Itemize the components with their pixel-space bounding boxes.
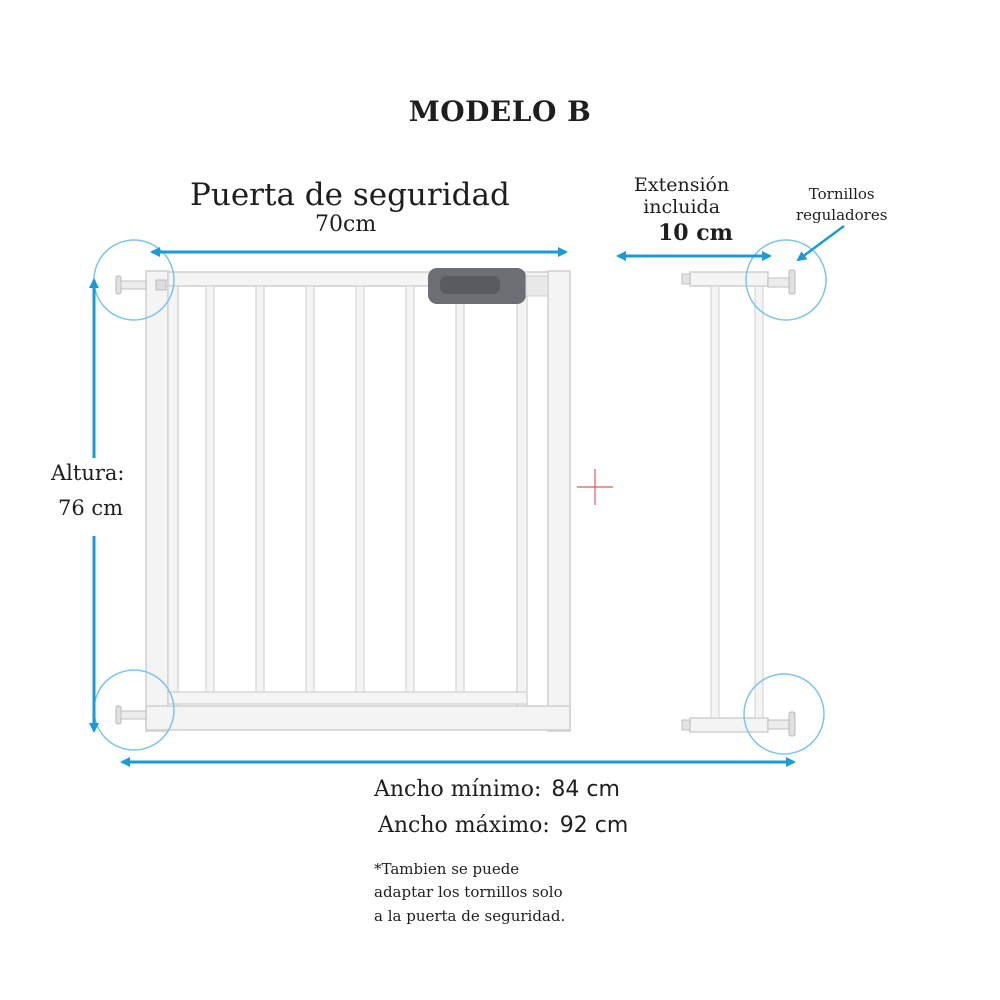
crosshair-mark-icon [577, 469, 613, 505]
max-width-value: 92 cm [559, 813, 629, 838]
gate-bars [205, 285, 465, 693]
diagram-title: MODELO B [408, 95, 592, 128]
screws-label: Tornillos reguladores [796, 184, 887, 226]
screws-pointer-arrow [796, 224, 845, 262]
min-width-label: Ancho mínimo: [374, 777, 542, 802]
height-label: Altura: [51, 461, 125, 485]
gate-screw-top-icon [115, 275, 167, 295]
extension-label-line2: incluida [643, 195, 721, 218]
gate-width-label: 70cm [315, 212, 377, 237]
max-width-label: Ancho máximo: [378, 813, 550, 838]
extension-screw-top-icon [767, 269, 796, 295]
extension-label: Extensión incluida [634, 174, 730, 219]
height-value: 76 cm [58, 496, 124, 520]
min-width-row: Ancho mínimo: 84 cm [374, 777, 620, 802]
screw-highlight-circle [743, 673, 825, 755]
footnote-line2: adaptar los tornillos solo [374, 883, 563, 902]
extension-piece [681, 271, 769, 733]
extension-label-line1: Extensión [634, 174, 730, 196]
gate-screw-bottom-icon [115, 705, 147, 725]
screws-label-line2: reguladores [796, 206, 888, 224]
screws-label-line1: Tornillos [808, 185, 875, 203]
latch-handle-icon [428, 268, 549, 304]
footnote-line3: a la puerta de seguridad. [374, 906, 566, 925]
extension-width-label: 10 cm [658, 220, 733, 246]
screw-highlight-circle [745, 239, 827, 321]
footnote: *Tambien se puede adaptar los tornillos … [374, 858, 565, 928]
gate-name-label: Puerta de seguridad [190, 177, 510, 213]
extension-screw-bottom-icon [767, 711, 796, 737]
min-width-value: 84 cm [551, 777, 620, 802]
footnote-line1: *Tambien se puede [374, 860, 520, 878]
max-width-row: Ancho máximo: 92 cm [378, 813, 628, 838]
